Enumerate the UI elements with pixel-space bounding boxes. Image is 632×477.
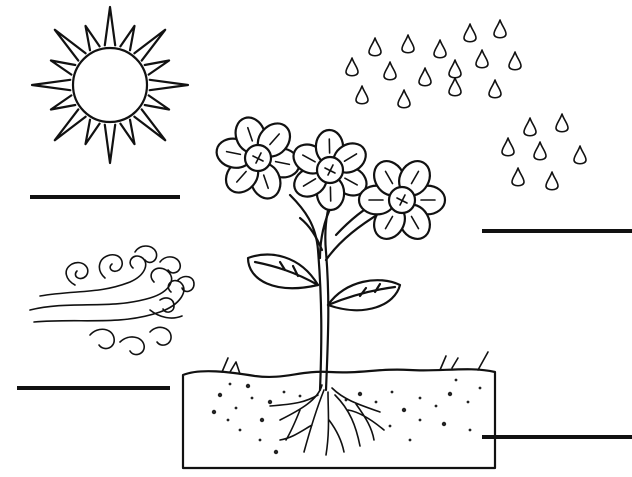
soil-speck	[389, 425, 392, 428]
soil-speck	[268, 400, 272, 404]
soil-speck	[246, 384, 250, 388]
raindrop	[524, 118, 536, 136]
soil-speck	[229, 383, 232, 386]
soil-speck	[419, 419, 422, 422]
raindrop	[509, 52, 521, 70]
soil-speck	[227, 419, 230, 422]
raindrop	[402, 35, 414, 53]
soil-speck	[299, 395, 302, 398]
leaf-left	[248, 255, 318, 289]
plant-illustration	[214, 114, 445, 390]
soil-speck	[239, 429, 242, 432]
raindrop	[512, 168, 524, 186]
sun-illustration	[32, 7, 188, 163]
raindrop	[398, 90, 410, 108]
soil-speck	[259, 439, 262, 442]
soil-speck	[467, 401, 470, 404]
raindrop	[494, 20, 506, 38]
soil-speck	[448, 392, 452, 396]
flower	[214, 114, 302, 203]
sun-ray	[86, 120, 100, 144]
sun-ray	[120, 26, 134, 50]
sun-ray	[134, 30, 165, 61]
soil-speck	[212, 410, 216, 414]
sun-ray	[86, 26, 100, 50]
sun-ray	[105, 7, 115, 45]
soil-speck	[455, 379, 458, 382]
sun-ray	[32, 80, 70, 90]
soil-speck	[469, 429, 472, 432]
soil-speck	[409, 439, 412, 442]
raindrop	[556, 114, 568, 132]
sun-ray	[120, 120, 134, 144]
soil-speck	[260, 418, 264, 422]
sun-ray	[51, 95, 75, 109]
raindrop	[464, 24, 476, 42]
raindrop	[449, 78, 461, 96]
soil-speck	[235, 407, 238, 410]
raindrop	[489, 80, 501, 98]
flowers	[214, 114, 445, 245]
soil-speck	[375, 401, 378, 404]
sun-ray	[134, 109, 165, 140]
soil-speck	[218, 393, 222, 397]
soil-speck	[402, 408, 406, 412]
sun-disc	[73, 48, 147, 122]
raindrop	[369, 38, 381, 56]
soil-speck	[391, 391, 394, 394]
sun-ray	[55, 109, 86, 140]
flower	[359, 156, 445, 245]
sun-ray	[150, 80, 188, 90]
sun-ray	[145, 61, 169, 75]
raindrop	[419, 68, 431, 86]
sun-ray	[51, 61, 75, 75]
raindrop	[476, 50, 488, 68]
raindrop	[574, 146, 586, 164]
raindrop	[346, 58, 358, 76]
soil-speck	[435, 405, 438, 408]
sun-ray	[105, 125, 115, 163]
raindrop	[384, 62, 396, 80]
soil-speck	[419, 397, 422, 400]
soil-speck	[283, 391, 286, 394]
sun-ray	[55, 30, 86, 61]
raindrop	[534, 142, 546, 160]
sun-ray	[145, 95, 169, 109]
soil-speck	[442, 422, 446, 426]
raindrop	[434, 40, 446, 58]
raindrop	[502, 138, 514, 156]
soil-illustration	[183, 352, 495, 468]
soil-speck	[358, 392, 362, 396]
wind-illustration	[30, 246, 194, 355]
soil-speck	[274, 450, 278, 454]
leaf-right	[328, 280, 400, 310]
raindrop	[546, 172, 558, 190]
raindrop	[449, 60, 461, 78]
soil-speck	[251, 397, 254, 400]
soil-speck	[479, 387, 482, 390]
raindrop	[356, 86, 368, 104]
